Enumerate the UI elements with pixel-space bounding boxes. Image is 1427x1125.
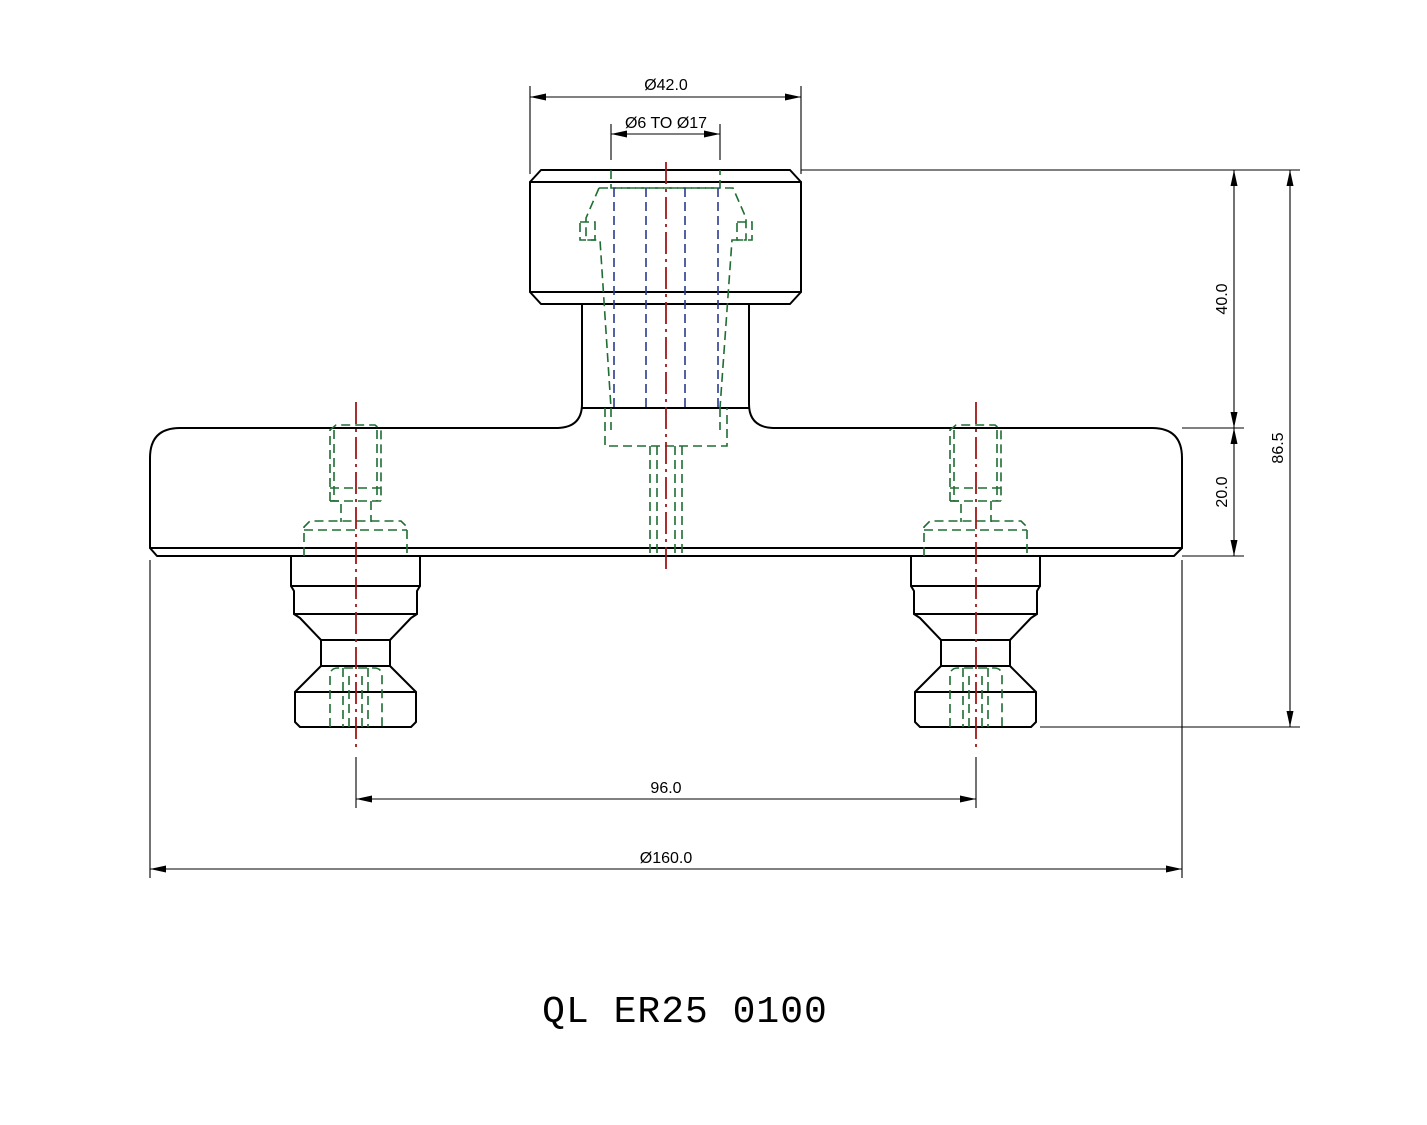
dimension-lines [149,86,1300,878]
dim-collet-range: Ø6 TO Ø17 [625,115,707,132]
collet-nut-outline [529,169,802,305]
neck-outline [557,303,774,429]
dim-pin-spacing: 96.0 [650,780,681,797]
dim-top-diameter: Ø42.0 [644,77,688,94]
dim-overall-height: 86.5 [1270,432,1287,463]
center-lines [355,162,977,750]
dim-flange-height: 20.0 [1214,476,1231,507]
drawing-title: QL ER25 0100 [542,991,828,1034]
dim-flange-diameter: Ø160.0 [640,850,693,867]
dim-head-height: 40.0 [1214,283,1231,314]
